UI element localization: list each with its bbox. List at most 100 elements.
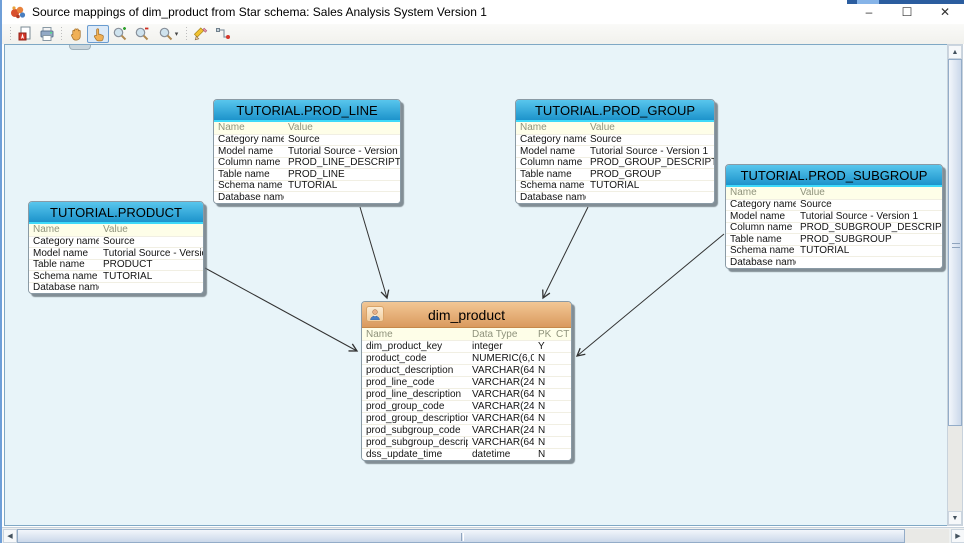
entity-cell: prod_line_description: [366, 389, 462, 400]
connection-prodsubgroup-to-dim: [575, 233, 725, 357]
entity-title: TUTORIAL.PROD_SUBGROUP: [740, 167, 928, 183]
entity-cell: TUTORIAL: [288, 180, 338, 192]
scroll-down-button[interactable]: ▼: [948, 511, 962, 525]
scroll-left-button[interactable]: ◀: [3, 529, 17, 543]
entity-cell: TUTORIAL: [590, 180, 640, 192]
entity-cell: prod_line_code: [366, 377, 435, 388]
entity-header[interactable]: dim_product: [362, 302, 571, 328]
scroll-up-button[interactable]: ▲: [948, 45, 962, 59]
entity-header[interactable]: TUTORIAL.PROD_GROUP: [516, 100, 714, 122]
entity-cell: VARCHAR(64): [472, 365, 534, 376]
entity-title: dim_product: [427, 306, 506, 323]
entity-row: Model name Tutorial Source - Version 1: [29, 247, 203, 259]
entity-cell: N: [538, 377, 546, 388]
mapping-trace-button[interactable]: [212, 25, 234, 43]
entity-cell: Table name: [218, 168, 270, 180]
column-header-cell: Name: [218, 122, 245, 134]
app-icon: [11, 6, 26, 19]
select-hand-icon: [93, 27, 104, 41]
entity-cell: VARCHAR(24): [472, 401, 534, 412]
chevron-down-icon: ▾: [174, 31, 179, 38]
select-hand-button[interactable]: [87, 25, 109, 43]
zoom-out-icon: [135, 27, 149, 41]
entity-cell: Model name: [33, 247, 89, 259]
column-header-cell: Value: [103, 224, 128, 236]
entity-cell: Tutorial Source - Version 1: [800, 210, 919, 222]
vertical-scrollbar-track[interactable]: [948, 426, 962, 513]
title-bar[interactable]: Source mappings of dim_product from Star…: [2, 0, 964, 24]
connection-product-to-dim: [204, 267, 359, 352]
export-pdf-button[interactable]: [14, 25, 36, 43]
entity-cell: prod_subgroup_description: [366, 437, 468, 448]
maximize-button[interactable]: ☐: [901, 5, 913, 19]
entity-cell: Table name: [33, 259, 85, 271]
minimize-button[interactable]: –: [865, 5, 873, 19]
vertical-scrollbar[interactable]: ▲ ▼: [947, 44, 963, 526]
entity-cell: Source: [590, 134, 622, 146]
horizontal-scrollbar-thumb[interactable]: [17, 529, 905, 543]
scroll-right-button[interactable]: ▶: [951, 529, 964, 543]
column-header-cell: Name: [366, 328, 393, 340]
entity-cell: PROD_GROUP_DESCRIPTION: [590, 157, 714, 169]
zoom-in-button[interactable]: [109, 25, 131, 43]
mapping-trace-icon: [216, 28, 230, 39]
column-header-cell: Value: [590, 122, 615, 134]
zoom-out-button[interactable]: [131, 25, 153, 43]
vertical-scrollbar-thumb[interactable]: [948, 59, 962, 426]
horizontal-scrollbar[interactable]: ◀ ▶: [2, 527, 964, 543]
column-header-cell: Value: [288, 122, 313, 134]
toolbar-separator: [61, 27, 62, 41]
close-button[interactable]: ✕: [939, 5, 951, 19]
entity-cell: dss_update_time: [366, 449, 443, 460]
canvas-top-handle[interactable]: [69, 45, 91, 50]
entity-cell: VARCHAR(24): [472, 377, 534, 388]
zoom-in-icon: [113, 27, 127, 41]
entity-cell: Database name: [218, 191, 284, 203]
edit-pencil-button[interactable]: [190, 25, 212, 43]
horizontal-scrollbar-track[interactable]: [905, 529, 949, 543]
entity-cell: N: [538, 401, 546, 412]
user-icon: [366, 306, 384, 322]
entity-cell: Schema name: [730, 245, 795, 257]
zoom-dropdown-button[interactable]: ▾: [153, 25, 183, 43]
entity-cell: Tutorial Source - Version 1: [103, 247, 203, 259]
entity-header[interactable]: TUTORIAL.PROD_SUBGROUP: [726, 165, 942, 187]
print-icon: [40, 27, 54, 41]
entity-cell: prod_group_description: [366, 413, 468, 424]
entity-cell: PROD_LINE_DESCRIPTION: [288, 157, 400, 169]
entity-title: TUTORIAL.PROD_GROUP: [534, 102, 696, 118]
entity-cell: datetime: [472, 449, 511, 460]
entity-cell: Y: [538, 341, 545, 352]
print-button[interactable]: [36, 25, 58, 43]
entity-header[interactable]: TUTORIAL.PRODUCT: [29, 202, 203, 224]
column-header-row: Name Value: [214, 122, 400, 134]
entity-cell: PROD_SUBGROUP_DESCRIPTION: [800, 222, 942, 234]
pan-hand-button[interactable]: [65, 25, 87, 43]
entity-cell: Column name: [218, 157, 281, 169]
column-header-cell: Name: [730, 187, 757, 199]
entity-header[interactable]: TUTORIAL.PROD_LINE: [214, 100, 400, 122]
entity-row: Database name: [516, 191, 714, 203]
entity-cell: Tutorial Source - Version 1: [590, 145, 709, 157]
entity-cell: Category name: [730, 199, 796, 211]
